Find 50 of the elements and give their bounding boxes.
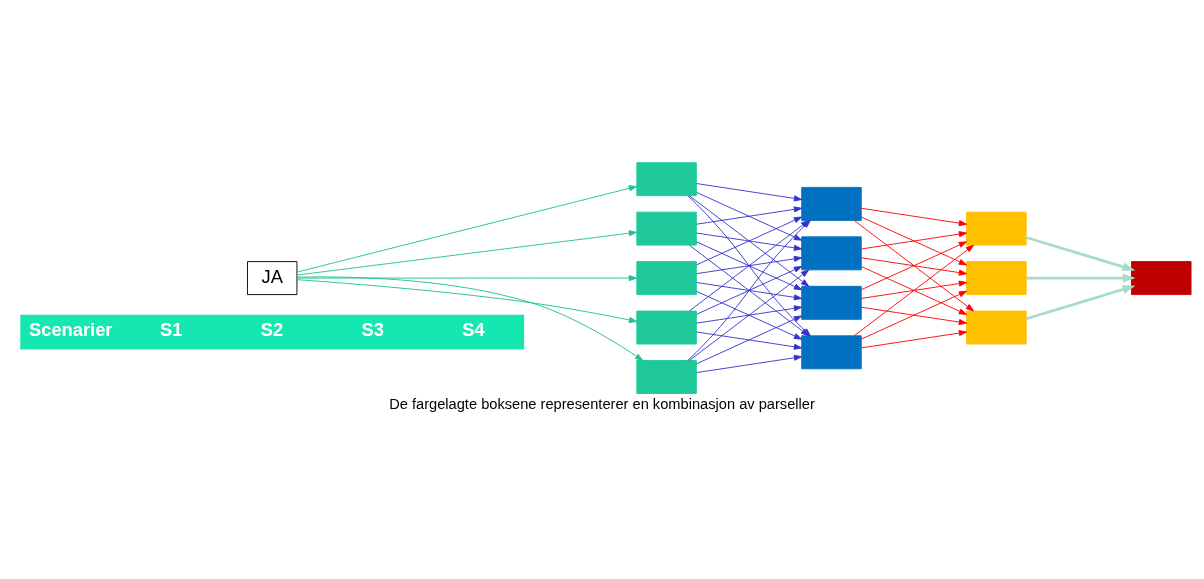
arrow [696,232,803,251]
node-box [636,310,697,344]
arrow [296,184,637,272]
node-box: Scenarier S1 S2 S3 S4 [20,314,525,350]
node-box [636,260,697,295]
arrow [861,207,967,226]
arrow [296,278,638,323]
arrow [296,275,644,361]
arrow [696,354,803,373]
node-box [636,359,697,394]
arrow [861,256,967,276]
arrow [1026,273,1136,283]
arrow [696,265,803,315]
node-box [966,211,1027,246]
arrow [861,280,967,299]
arrow [696,182,803,201]
arrow [696,315,803,364]
node-box [801,186,862,221]
arrow [696,255,803,274]
node-box [801,285,862,320]
arrow [296,229,637,276]
arrow [696,205,803,225]
arrow [853,219,974,311]
node-box: JA [247,260,298,295]
arrow [696,216,803,265]
arrow [696,191,803,241]
arrow [1026,235,1136,271]
arrow [861,306,967,325]
node-box [801,235,862,270]
arrow [696,240,803,290]
arrow [853,244,974,336]
node-box [966,310,1027,344]
arrow [696,281,803,300]
arrow [861,230,967,249]
node-box [966,260,1027,295]
arrow [696,331,803,350]
node-box [636,161,697,196]
arrow [1026,284,1136,320]
node-box [1131,260,1192,295]
arrow [696,304,803,324]
arrow [861,265,967,315]
node-box [801,334,862,369]
arrow [296,274,637,281]
caption: De fargelagte boksene representerer en kombinasjon av parseller [389,395,815,412]
node-box [636,211,697,246]
arrow [861,290,967,339]
arrow [696,290,803,340]
arrow [861,329,967,348]
arrow [861,216,967,265]
arrow [861,240,967,290]
